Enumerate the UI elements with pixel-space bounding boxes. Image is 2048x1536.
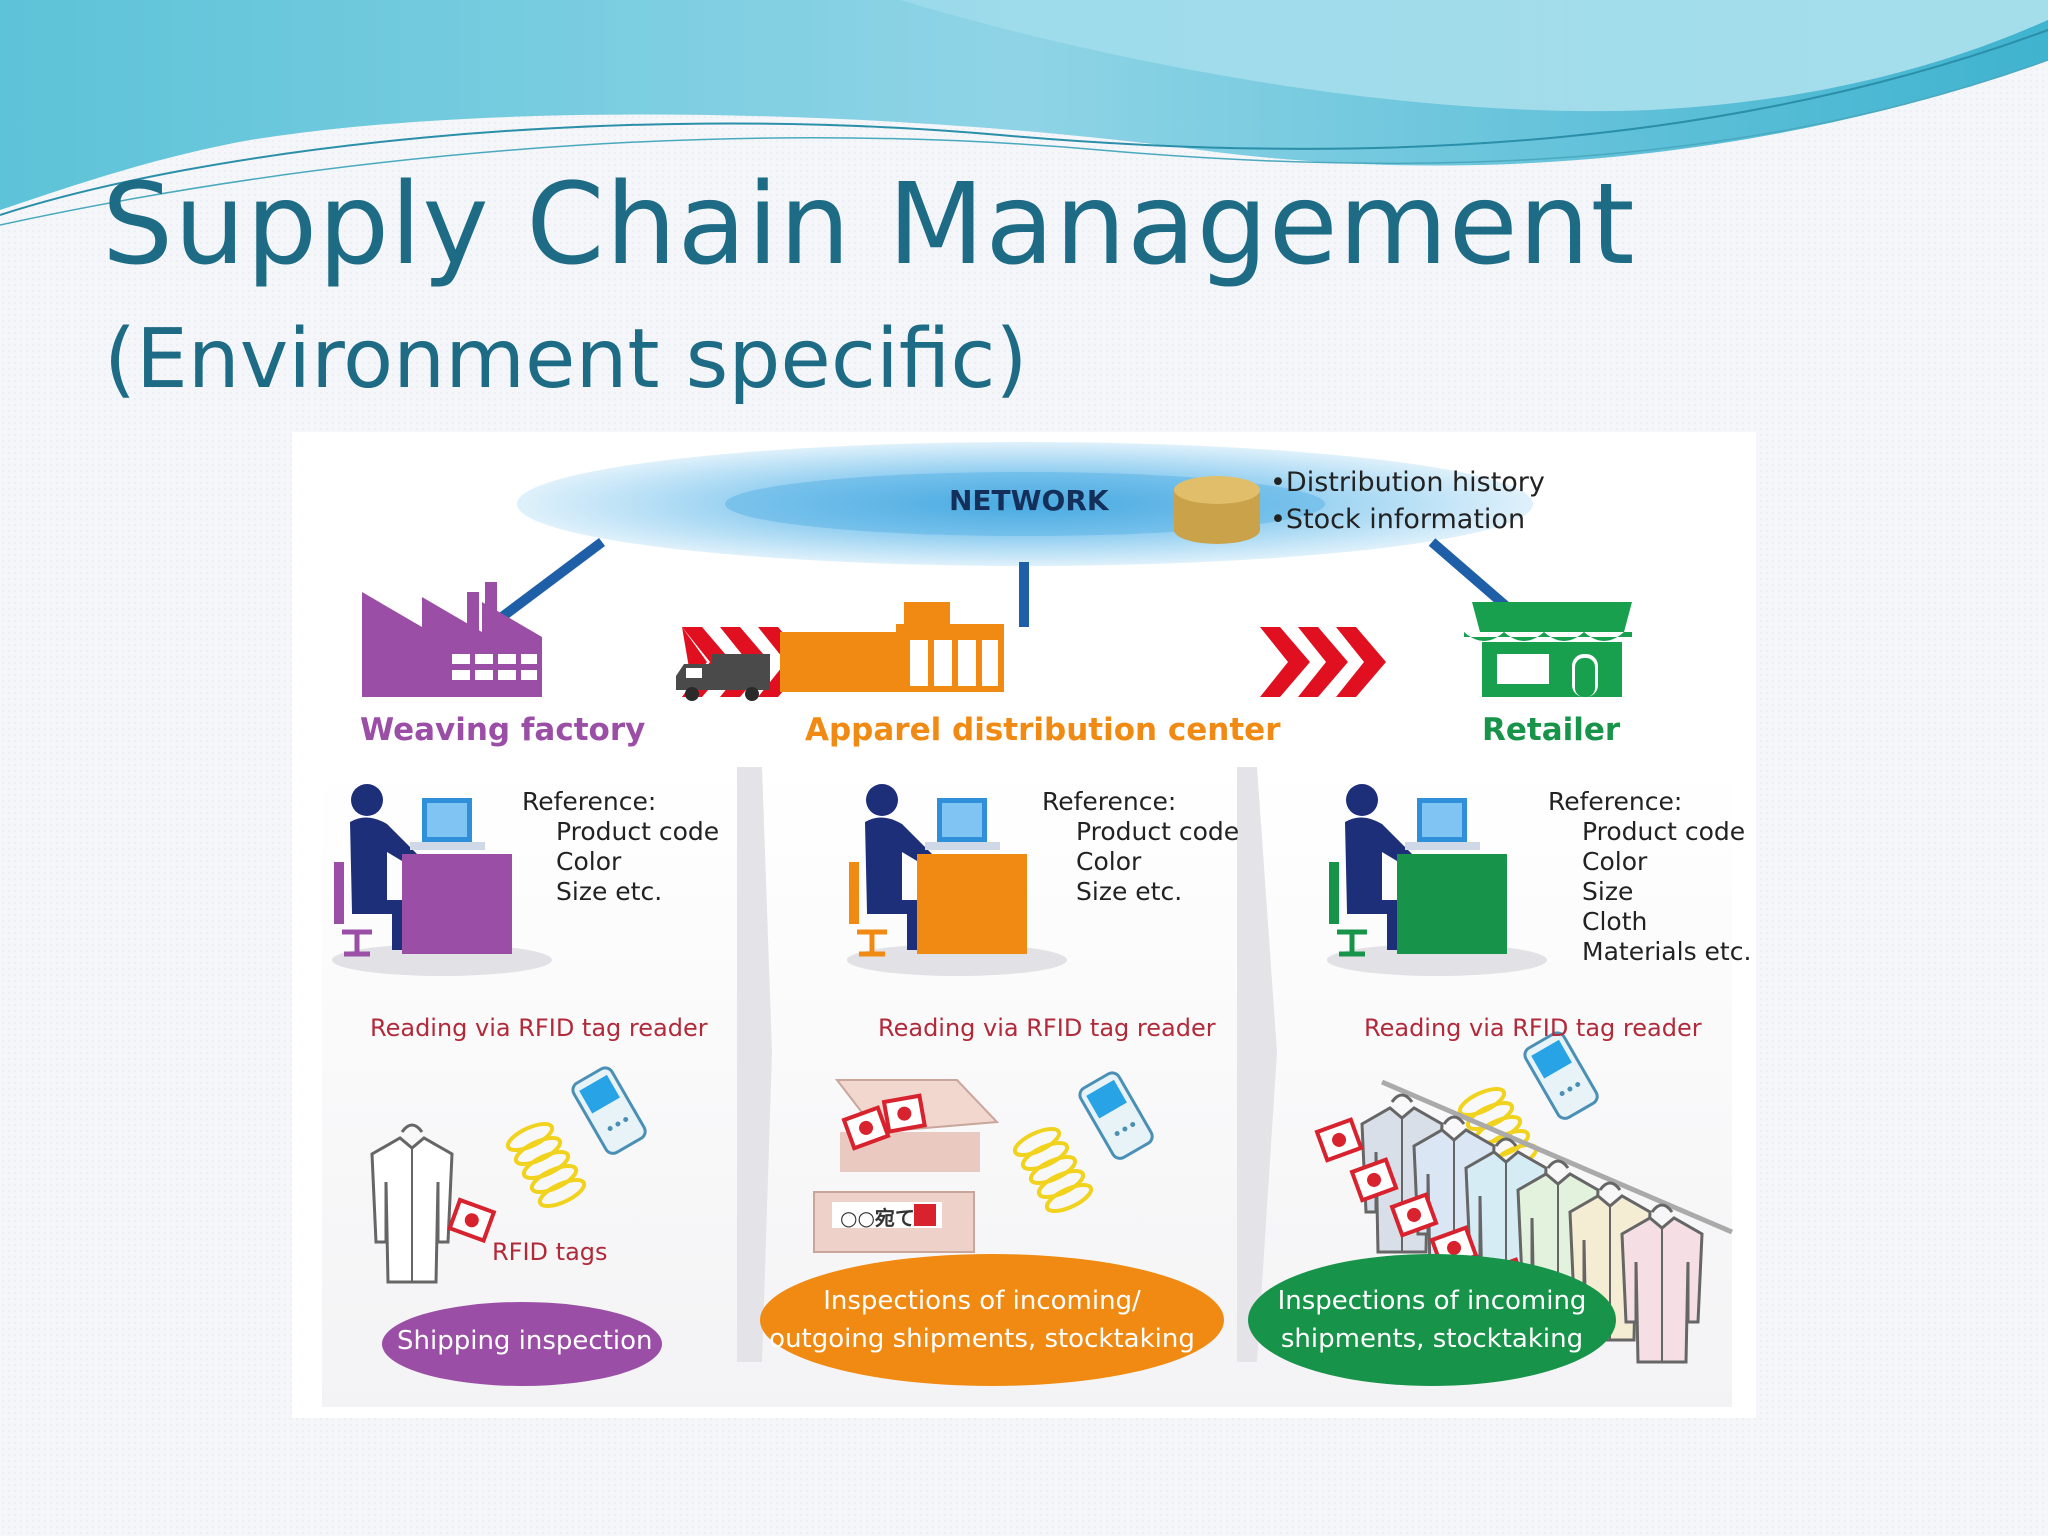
- warehouse-icon: [780, 602, 1004, 692]
- rfid-reader-icon: [1523, 1031, 1599, 1120]
- reference-item: Size: [1582, 877, 1634, 906]
- reference-item: Cloth: [1582, 907, 1648, 936]
- header-waves-decoration: [0, 0, 2048, 226]
- network-label: NETWORK: [949, 484, 1109, 517]
- rfid-reader-icon: [1078, 1071, 1154, 1160]
- reference-item: Color: [1076, 847, 1142, 876]
- stage-title-weaving-factory: Weaving factory: [360, 712, 646, 748]
- network-info: •Distribution history •Stock information: [1270, 464, 1545, 538]
- activity-line: Inspections of incoming/: [823, 1286, 1141, 1316]
- factory-icon: [362, 582, 542, 697]
- rfid-reader-icon: [571, 1066, 647, 1155]
- shop-icon: [1464, 602, 1632, 697]
- reference-item: Product code: [1076, 817, 1240, 846]
- slide-subtitle: (Environment specific): [104, 312, 1028, 407]
- rfid-tags-label: RFID tags: [492, 1238, 608, 1266]
- stage-title-retailer: Retailer: [1482, 712, 1621, 748]
- reference-heading: Reference:: [1548, 787, 1683, 816]
- activity-line: outgoing shipments, stocktaking: [769, 1324, 1195, 1354]
- reference-item: Product code: [1582, 817, 1746, 846]
- rfid-coil-icon: [1012, 1126, 1094, 1214]
- rfid-coil-icon: [505, 1121, 587, 1209]
- network-info-item: •Stock information: [1270, 504, 1526, 535]
- slide-title: Supply Chain Management: [102, 160, 1636, 290]
- reference-heading: Reference:: [522, 787, 657, 816]
- rfid-reading-label-factory: Reading via RFID tag reader: [370, 1014, 708, 1042]
- activity-line: shipments, stocktaking: [1280, 1324, 1584, 1354]
- rfid-tag-icon: [447, 1197, 497, 1244]
- activity-oval: [382, 1302, 662, 1386]
- reference-item: Size etc.: [1076, 877, 1183, 906]
- reference-heading: Reference:: [1042, 787, 1177, 816]
- rfid-tag-icon: [1349, 1157, 1399, 1203]
- rfid-reading-label-retailer: Reading via RFID tag reader: [1364, 1014, 1702, 1042]
- clothing-rack-icon: [1381, 1079, 1733, 1235]
- activity-oval: [760, 1254, 1224, 1386]
- rfid-tag-icon: [881, 1093, 927, 1134]
- person-at-computer-icon: [847, 784, 1067, 976]
- separator-chevron-1: [737, 767, 772, 1362]
- reference-list-distribution: Reference: Product code Color Size etc.: [1042, 787, 1239, 907]
- person-at-computer-icon: [332, 784, 552, 976]
- rfid-tag-icon: [841, 1105, 891, 1151]
- rfid-tag-icon: [1389, 1192, 1439, 1238]
- reference-item: Color: [1582, 847, 1648, 876]
- activity-oval: [1248, 1254, 1616, 1386]
- truck-icon: [676, 654, 770, 701]
- activity-shipping-inspection: Shipping inspection: [397, 1322, 653, 1360]
- box-address-label: ○○宛て: [840, 1206, 915, 1230]
- reference-item: Materials etc.: [1582, 937, 1752, 966]
- activity-distribution-inspections: Inspections of incoming/ outgoing shipme…: [762, 1282, 1202, 1358]
- diagram-graphics: [322, 442, 1733, 1407]
- supply-chain-diagram: NETWORK •Distribution history •Stock inf…: [292, 432, 1756, 1418]
- reference-item: Size etc.: [556, 877, 663, 906]
- shirt-icon: [370, 1123, 454, 1284]
- rfid-tag-icon: [1314, 1117, 1364, 1163]
- reference-list-factory: Reference: Product code Color Size etc.: [522, 787, 719, 907]
- activity-line: Inspections of incoming: [1277, 1286, 1587, 1316]
- database-icon: [1174, 476, 1260, 544]
- reference-item: Product code: [556, 817, 720, 846]
- chevron-arrows-icon-2: [1260, 627, 1386, 697]
- stage-title-distribution-center: Apparel distribution center: [805, 712, 1281, 748]
- shirt-icon: [1620, 1203, 1704, 1364]
- network-connection-lines: [499, 538, 1511, 627]
- separator-chevron-2: [1237, 767, 1277, 1362]
- person-at-computer-icon: [1327, 784, 1547, 976]
- activity-retailer-inspections: Inspections of incoming shipments, stock…: [1242, 1282, 1622, 1358]
- reference-list-retailer: Reference: Product code Color Size Cloth…: [1548, 787, 1751, 967]
- network-info-item: •Distribution history: [1270, 467, 1545, 498]
- activity-line: Shipping inspection: [397, 1326, 653, 1356]
- rfid-reading-label-distribution: Reading via RFID tag reader: [878, 1014, 1216, 1042]
- reference-item: Color: [556, 847, 622, 876]
